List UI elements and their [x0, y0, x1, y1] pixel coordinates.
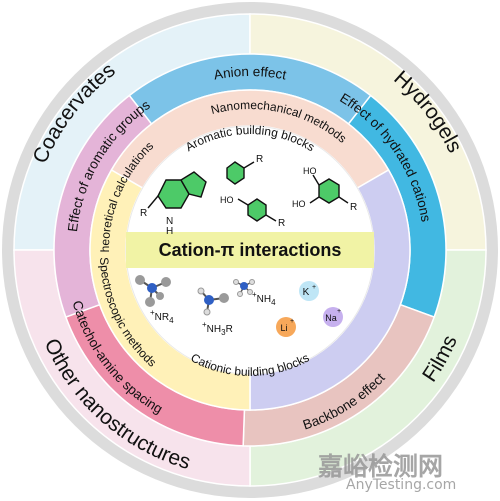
application-sectors [13, 13, 487, 487]
k-ion: K + [299, 281, 319, 301]
label-anion-effect: Anion effect [213, 64, 288, 83]
phenol-ho-label: HO [220, 195, 234, 205]
watermark-en: AnyTesting.com [346, 477, 457, 493]
nh4-model [233, 279, 255, 297]
svg-text:+: + [337, 308, 341, 315]
svg-text:K: K [303, 287, 310, 298]
nr4-model [135, 275, 171, 307]
watermark-cn: 嘉峪检测网 [318, 452, 444, 481]
phenol-r-label: R [278, 218, 285, 229]
catechol-ho1-label: HO [303, 166, 317, 176]
indole-r-label: R [140, 208, 147, 219]
phenol-molecule [237, 198, 277, 222]
indole-h-label: H [166, 226, 173, 237]
svg-text:+: + [312, 284, 316, 291]
nr4-label: +NR4 [150, 308, 174, 325]
catechol-ho2-label: HO [292, 199, 306, 209]
core-bar [126, 232, 374, 268]
nh4-label: +NH4 [252, 290, 276, 307]
svg-text:+: + [290, 318, 294, 325]
benzene-molecule [226, 161, 255, 185]
na-ion: Na + [323, 307, 343, 327]
indole-molecule [147, 171, 207, 209]
indole-n-label: N [166, 216, 173, 227]
svg-text:Na: Na [325, 313, 337, 323]
nh3r-label: +NH3R [202, 320, 233, 337]
benzene-r-label: R [256, 154, 263, 165]
catechol-r-label: R [350, 202, 357, 213]
catechol-molecule [309, 174, 349, 204]
svg-text:Li: Li [280, 323, 287, 333]
nh3r-model [197, 287, 229, 316]
core-title: Cation-π interactions [159, 240, 342, 260]
effect-sectors [53, 53, 447, 447]
li-ion: Li + [276, 317, 296, 337]
